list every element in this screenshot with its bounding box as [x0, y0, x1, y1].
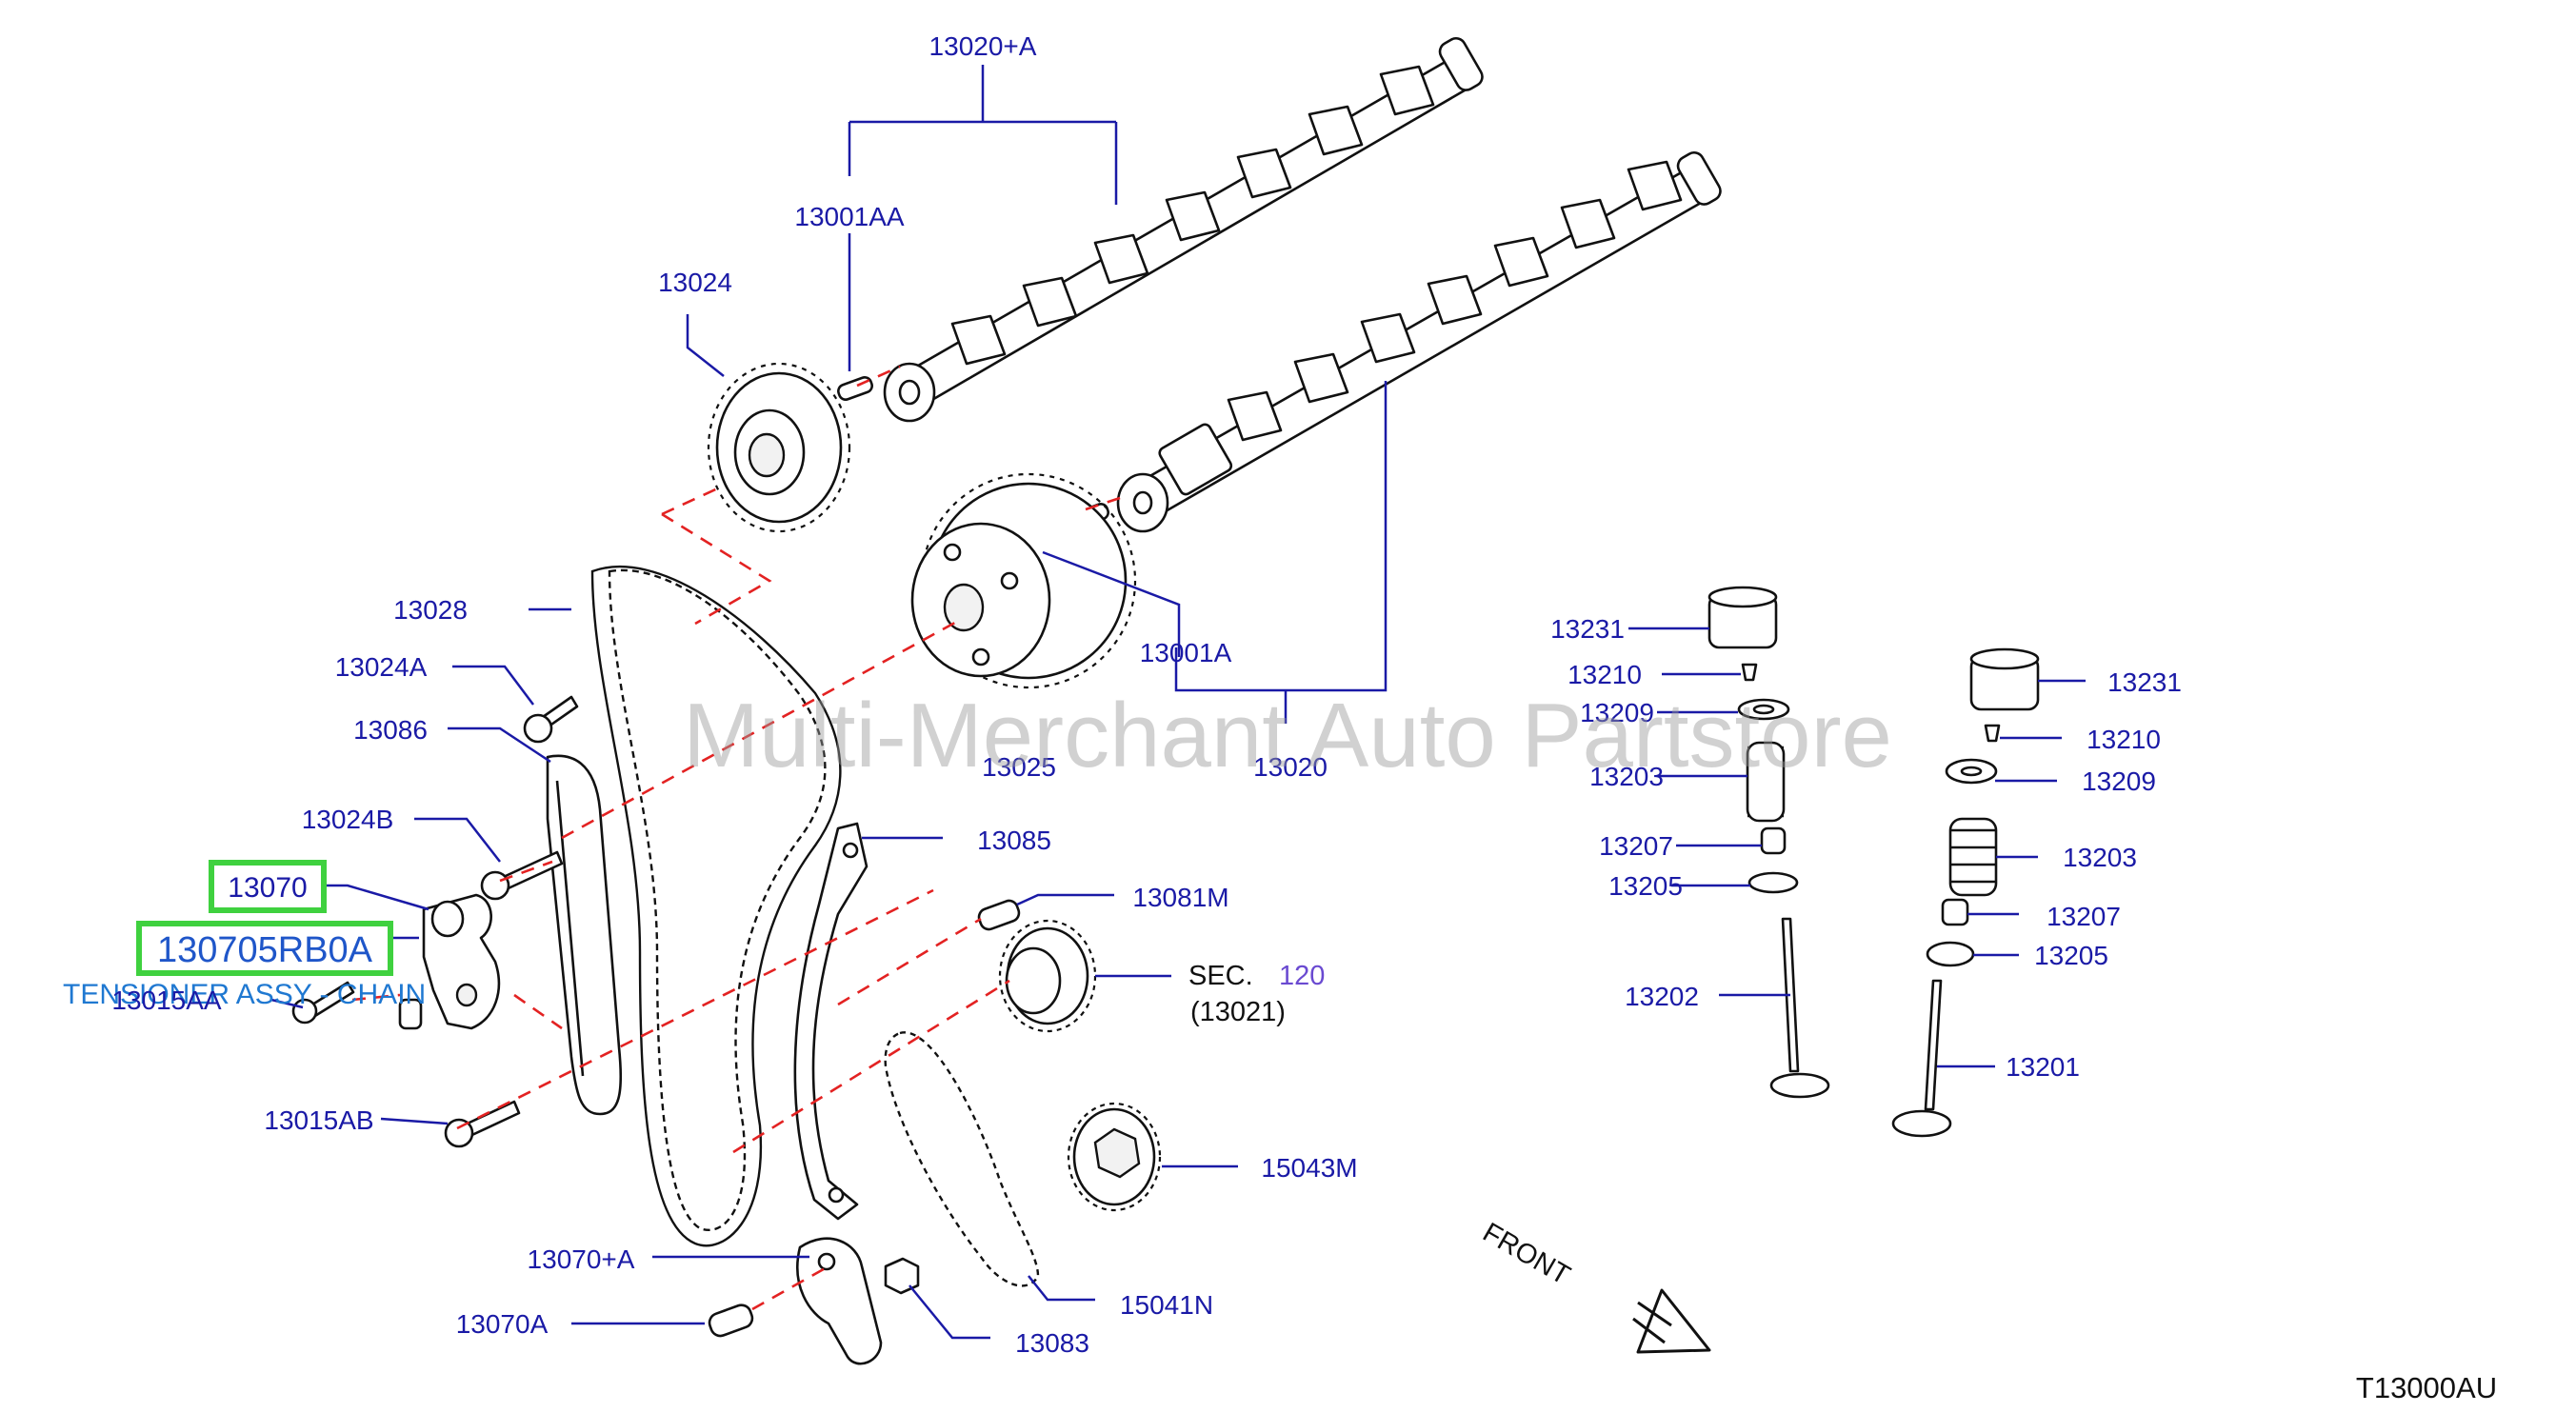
callout-13083[interactable]: 13083: [1015, 1328, 1089, 1358]
valve-oil-seal-right[interactable]: [1941, 898, 1969, 926]
callout-13210-left[interactable]: 13210: [1568, 660, 1642, 689]
callout-13203-right[interactable]: 13203: [2063, 843, 2137, 872]
callout-13085[interactable]: 13085: [977, 826, 1051, 855]
chain-tensioner[interactable]: [398, 893, 501, 1030]
crankshaft-sprocket[interactable]: [998, 919, 1097, 1033]
callout-13024b[interactable]: 13024B: [302, 805, 394, 834]
callout-13024a[interactable]: 13024A: [335, 652, 428, 682]
front-direction-label: FRONT: [1478, 1217, 1576, 1291]
camshaft-intake[interactable]: [883, 35, 1486, 423]
valve-timing-control-sprocket[interactable]: [910, 472, 1137, 689]
callout-13202[interactable]: 13202: [1625, 982, 1699, 1011]
section-reference-label: SEC.: [1188, 961, 1253, 991]
highlight-box-part-number: [136, 921, 393, 976]
callout-15043m[interactable]: 15043M: [1261, 1153, 1357, 1183]
nut-13083[interactable]: [884, 1257, 920, 1295]
assembly-lines: [351, 365, 1129, 1311]
bolt-13024a[interactable]: [523, 695, 579, 744]
valve-lifter-left[interactable]: [1707, 586, 1778, 649]
leader-lines: [270, 65, 2086, 1340]
callout-13207-right[interactable]: 13207: [2047, 902, 2121, 931]
timing-chain[interactable]: [590, 566, 842, 1247]
callout-13209-left[interactable]: 13209: [1580, 698, 1654, 727]
valve-spring-seat-right[interactable]: [1926, 941, 1975, 967]
camshaft-exhaust[interactable]: [1116, 149, 1724, 533]
valve-spring-left[interactable]: [1746, 741, 1786, 823]
front-arrow-icon: [1632, 1288, 1711, 1354]
callout-13070-plus-a[interactable]: 13070+A: [528, 1244, 635, 1274]
highlight-box-callout: [209, 860, 327, 913]
bolt-13024b[interactable]: [480, 850, 564, 901]
highlighted-part-number[interactable]: 130705RB0A: [157, 930, 373, 970]
callout-13020-plus-a[interactable]: 13020+A: [929, 31, 1037, 61]
oil-pump-drive-chain[interactable]: [884, 1031, 1040, 1287]
valve-spring-retainer-right[interactable]: [1945, 758, 1998, 785]
oil-pump-pin[interactable]: [977, 898, 1022, 931]
callout-13070a[interactable]: 13070A: [456, 1309, 549, 1339]
valve-spring-retainer-left[interactable]: [1737, 698, 1790, 721]
camshaft-sprocket[interactable]: [707, 362, 851, 533]
watermark-text: Multi-Merchant Auto Partstore: [683, 685, 1892, 786]
valve-intake[interactable]: [1891, 979, 1952, 1138]
callout-13070[interactable]: 13070: [228, 872, 307, 904]
oil-pump-sprocket[interactable]: [1067, 1102, 1162, 1212]
callout-13028[interactable]: 13028: [393, 595, 468, 625]
callout-15041n[interactable]: 15041N: [1120, 1290, 1213, 1320]
valve-lifter-right[interactable]: [1969, 647, 2040, 711]
valve-spring-seat-left[interactable]: [1747, 871, 1799, 894]
callout-13201[interactable]: 13201: [2006, 1052, 2080, 1082]
callout-13001a[interactable]: 13001A: [1140, 638, 1232, 667]
oil-pump-chain-tensioner[interactable]: [796, 1237, 883, 1365]
callout-13024[interactable]: 13024: [658, 268, 732, 297]
callout-13205-right[interactable]: 13205: [2034, 941, 2108, 970]
section-reference-sub: (13021): [1190, 997, 1286, 1027]
valve-oil-seal-left[interactable]: [1760, 826, 1787, 855]
section-reference-number[interactable]: 120: [1279, 961, 1325, 991]
callout-13015aa[interactable]: 13015AA: [111, 985, 222, 1015]
highlighted-part-description: TENSIONER ASSY - CHAIN: [63, 979, 426, 1010]
callout-13025[interactable]: 13025: [982, 752, 1056, 782]
callout-13081m[interactable]: 13081M: [1132, 883, 1228, 912]
callout-13015ab[interactable]: 13015AB: [264, 1105, 373, 1135]
callout-13207-left[interactable]: 13207: [1599, 831, 1673, 861]
callout-13209-right[interactable]: 13209: [2082, 766, 2156, 796]
valve-collet-right[interactable]: [1984, 724, 2001, 743]
chain-tension-guide[interactable]: [546, 754, 623, 1116]
callout-13205-left[interactable]: 13205: [1608, 871, 1683, 901]
bolt-13015ab[interactable]: [444, 1100, 521, 1148]
callout-13231-right[interactable]: 13231: [2107, 667, 2182, 697]
chain-slack-guide[interactable]: [793, 822, 869, 1221]
valve-spring-right[interactable]: [1948, 817, 1998, 897]
callout-13231-left[interactable]: 13231: [1550, 614, 1625, 644]
callout-13001aa[interactable]: 13001AA: [794, 202, 905, 231]
valve-exhaust[interactable]: [1769, 917, 1830, 1099]
callout-13210-right[interactable]: 13210: [2087, 725, 2161, 754]
diagram-code: T13000AU: [2356, 1371, 2497, 1404]
valve-collet-left[interactable]: [1741, 663, 1758, 682]
callout-13203-left[interactable]: 13203: [1589, 762, 1664, 791]
callout-13086[interactable]: 13086: [353, 715, 428, 745]
callout-13020[interactable]: 13020: [1253, 752, 1328, 782]
oil-pump-tensioner-pin[interactable]: [707, 1303, 754, 1339]
